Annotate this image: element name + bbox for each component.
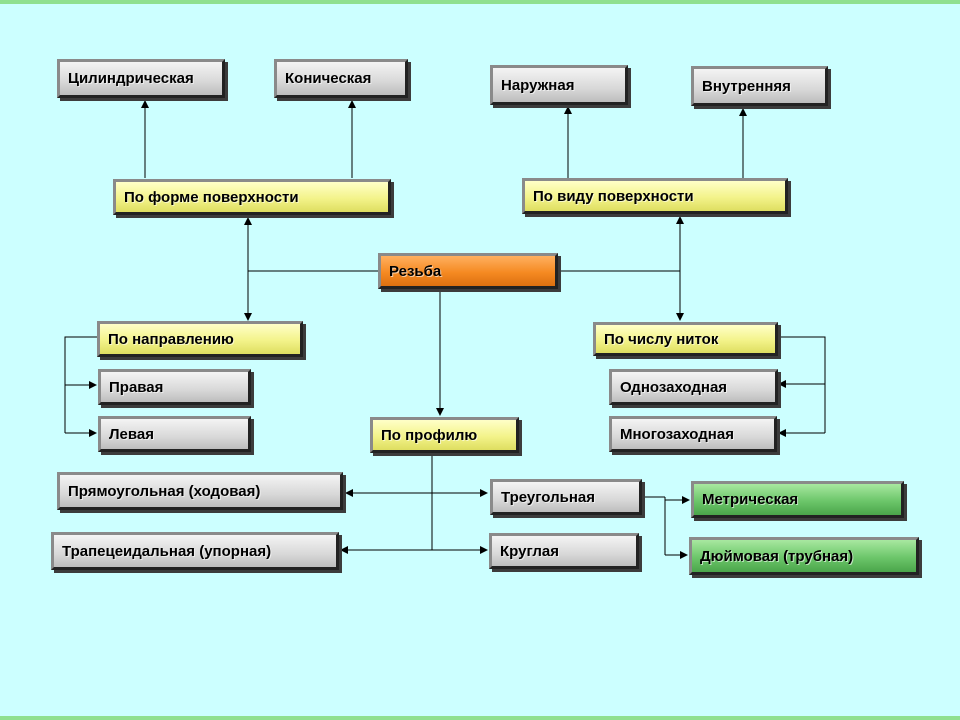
node-cylindrical: Цилиндрическая (57, 59, 225, 98)
node-multi-start: Многозаходная (609, 416, 777, 452)
node-by-surface-type: По виду поверхности (522, 178, 788, 214)
node-trapezoidal: Трапецеидальная (упорная) (51, 532, 339, 570)
node-metric: Метрическая (691, 481, 904, 518)
connector-direction-bracket (64, 336, 97, 433)
node-by-direction: По направлению (97, 321, 303, 357)
node-rectangular: Прямоугольная (ходовая) (57, 472, 343, 510)
node-inch: Дюймовая (трубная) (689, 537, 919, 575)
node-external: Наружная (490, 65, 628, 105)
node-left: Левая (98, 416, 251, 452)
connector-count-bracket (778, 336, 826, 433)
node-conical: Коническая (274, 59, 408, 98)
node-single-start: Однозаходная (609, 369, 778, 405)
node-by-thread-count: По числу ниток (593, 322, 778, 356)
node-by-profile: По профилю (370, 417, 519, 453)
top-accent-bar (0, 0, 960, 4)
node-triangular: Треугольная (490, 479, 642, 515)
node-round: Круглая (489, 533, 639, 569)
node-internal: Внутренняя (691, 66, 828, 106)
node-right: Правая (98, 369, 251, 405)
node-by-surface-shape: По форме поверхности (113, 179, 391, 215)
node-root-thread: Резьба (378, 253, 558, 289)
bottom-accent-bar (0, 716, 960, 720)
